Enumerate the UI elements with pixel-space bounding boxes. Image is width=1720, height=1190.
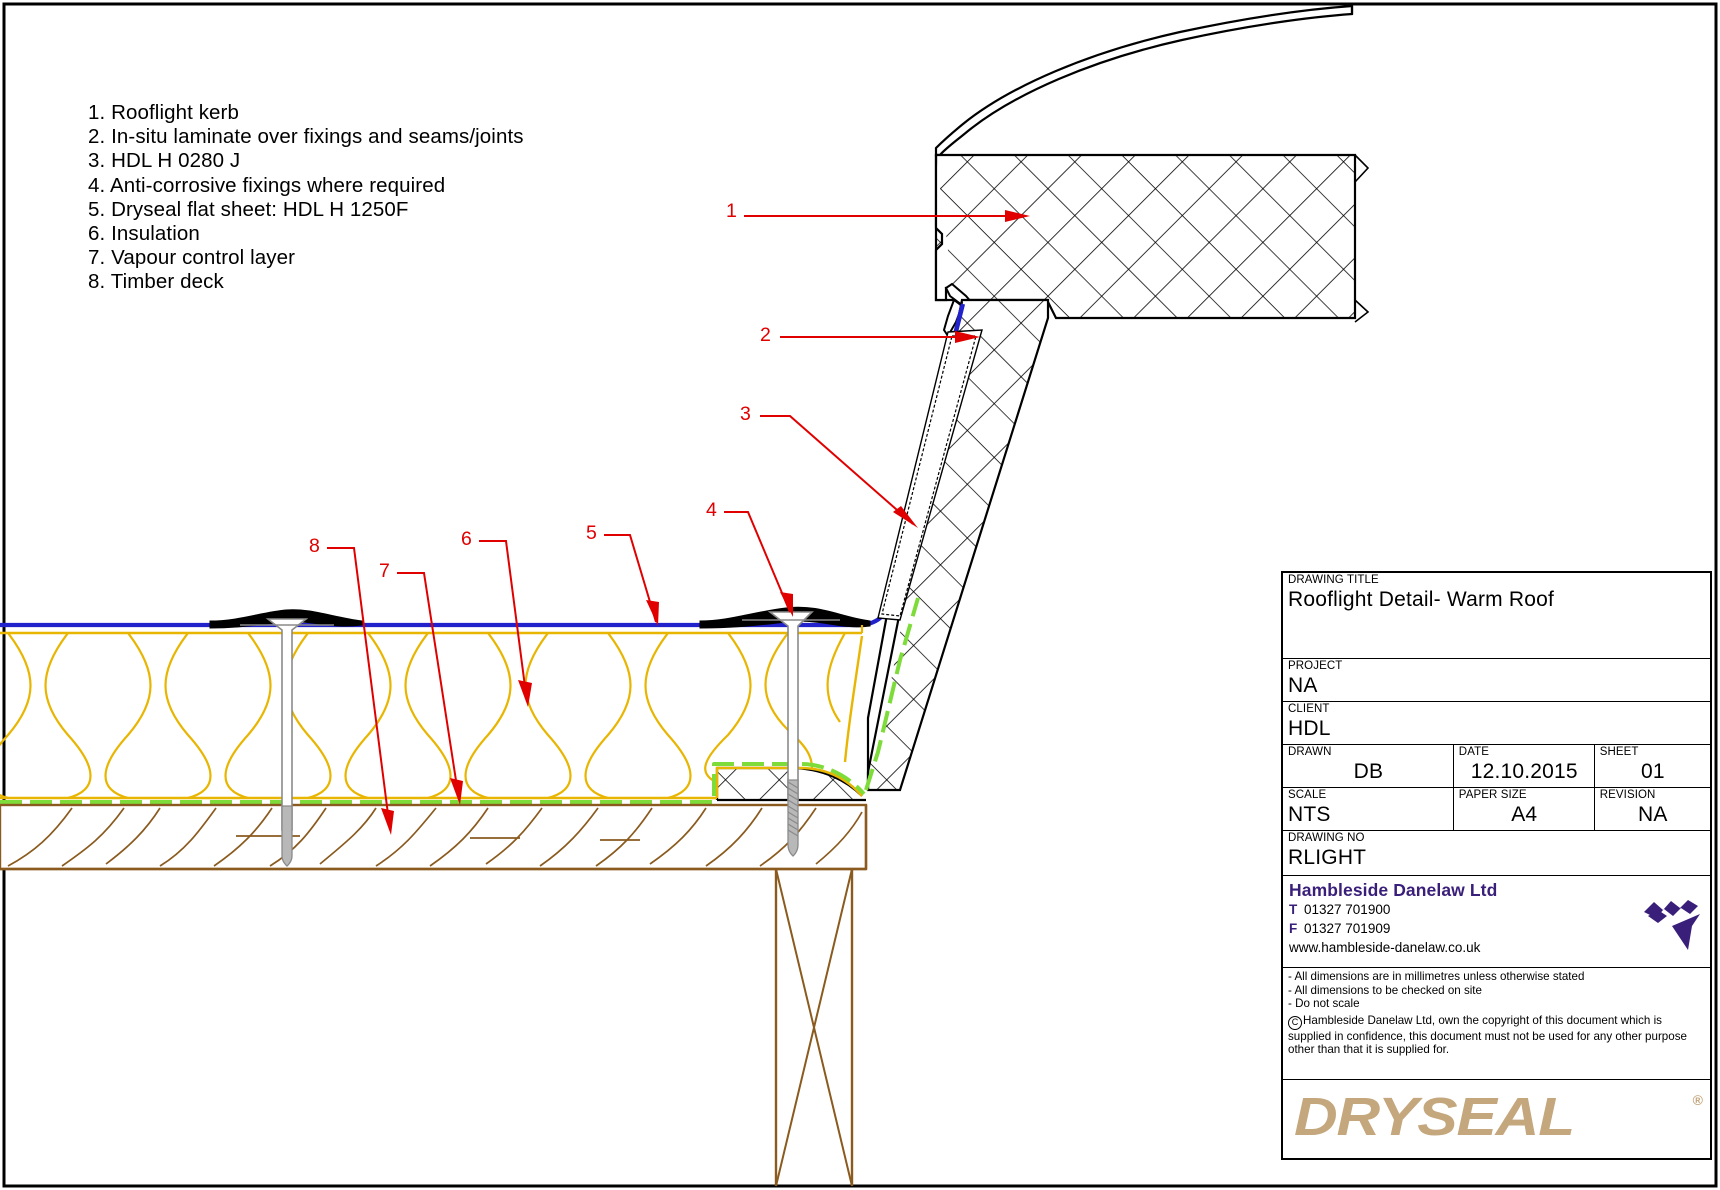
key-item-4: 4. Anti-corrosive fixings where required <box>88 173 446 197</box>
paper-size-cell: PAPER SIZE A4 <box>1454 788 1595 830</box>
drawn-value: DB <box>1353 760 1384 783</box>
insitu-laminate-bands <box>209 329 983 629</box>
leader-label-4: 4 <box>706 499 717 521</box>
company-name: Hambleside Danelaw Ltd <box>1289 880 1498 900</box>
key-item-1: 1. Rooflight kerb <box>88 101 239 124</box>
company-phone-line: T 01327 701900 <box>1289 901 1705 919</box>
sheet-value: 01 <box>1640 760 1665 783</box>
project-value: NA <box>1288 674 1318 697</box>
rooflight-dome <box>934 4 1354 157</box>
phone-number: 01327 701900 <box>1304 902 1391 917</box>
title-block-row-client: CLIENT HDL <box>1283 702 1710 745</box>
copyright-symbol-icon: C <box>1288 1015 1302 1030</box>
drawing-key-list: 1. Rooflight kerb 2. In-situ laminate ov… <box>88 101 648 295</box>
drawing-no-label: DRAWING NO <box>1288 832 1365 844</box>
timber-joist <box>0 805 868 1187</box>
drawn-cell: DRAWN DB <box>1283 745 1454 787</box>
dryseal-wordmark: DRYSEAL <box>1294 1087 1575 1147</box>
registered-trademark-icon: ® <box>1692 1092 1703 1108</box>
leader-label-2: 2 <box>760 324 771 346</box>
leader-label-6: 6 <box>461 528 472 550</box>
key-item-8: 8. Timber deck <box>88 270 224 294</box>
hambleside-danelaw-logo-icon <box>1644 900 1700 950</box>
client-cell: CLIENT HDL <box>1283 702 1710 744</box>
leader-lines <box>327 210 1030 835</box>
drawing-notes-block: - All dimensions are in millimetres unle… <box>1283 968 1710 1080</box>
title-block-row-drawing-no: DRAWING NO RLIGHT <box>1283 831 1710 876</box>
rooflight-kerb-upper <box>934 153 1370 323</box>
note-line-1: - All dimensions are in millimetres unle… <box>1288 970 1585 983</box>
phone-key: T <box>1289 902 1298 917</box>
scale-label: SCALE <box>1288 789 1327 801</box>
company-fax-line: F 01327 701909 <box>1289 920 1705 938</box>
project-cell: PROJECT NA <box>1283 659 1710 701</box>
key-item-7: 7. Vapour control layer <box>88 246 296 270</box>
note-line-2: - All dimensions to be checked on site <box>1288 983 1482 997</box>
vapour-control-layer <box>0 597 920 804</box>
revision-label: REVISION <box>1599 789 1656 801</box>
leader-label-3: 3 <box>740 403 751 425</box>
title-block-row-project: PROJECT NA <box>1283 659 1710 702</box>
date-cell: DATE 12.10.2015 <box>1454 745 1595 787</box>
title-block-row-drawn-date-sheet: DRAWN DB DATE 12.10.2015 SHEET 01 <box>1283 745 1710 788</box>
paper-size-label: PAPER SIZE <box>1458 789 1527 801</box>
drawn-label: DRAWN <box>1288 746 1332 758</box>
dryseal-brand-block: DRYSEAL ® <box>1283 1080 1710 1158</box>
leader-label-8: 8 <box>309 535 320 557</box>
drawing-no-value: RLIGHT <box>1288 846 1367 869</box>
leader-label-1: 1 <box>726 200 737 222</box>
sheet-label: SHEET <box>1599 746 1639 758</box>
scale-value: NTS <box>1288 803 1331 826</box>
revision-cell: REVISION NA <box>1595 788 1710 830</box>
fax-key: F <box>1289 920 1298 936</box>
company-info-block: Hambleside Danelaw Ltd T 01327 701900 F 01… <box>1283 876 1710 968</box>
drawing-no-cell: DRAWING NO RLIGHT <box>1283 831 1710 875</box>
drawing-title-cell: DRAWING TITLE Rooflight Detail- Warm Roo… <box>1283 573 1710 658</box>
key-item-3: 3. HDL H 0280 J <box>88 149 241 173</box>
key-item-6: 6. Insulation <box>88 222 200 246</box>
paper-size-value: A4 <box>1511 803 1538 826</box>
key-item-2: 2. In-situ laminate over fixings and sea… <box>88 125 524 149</box>
fax-number: 01327 701909 <box>1304 920 1391 936</box>
drawing-title-value: Rooflight Detail- Warm Roof <box>1288 588 1555 611</box>
anti-corrosive-fixing-left <box>240 618 334 867</box>
date-value: 12.10.2015 <box>1470 760 1578 783</box>
client-value: HDL <box>1288 717 1331 740</box>
leader-label-7: 7 <box>379 560 390 582</box>
sheet-cell: SHEET 01 <box>1595 745 1710 787</box>
scale-cell: SCALE NTS <box>1283 788 1454 830</box>
company-website[interactable]: www.hambleside-danelaw.co.uk <box>1289 940 1481 955</box>
dryseal-flat-sheet-membrane <box>0 303 966 628</box>
title-block-row-scale-paper-revision: SCALE NTS PAPER SIZE A4 REVISION NA <box>1283 788 1710 831</box>
title-block-row-drawing-title: DRAWING TITLE Rooflight Detail- Warm Roo… <box>1283 573 1710 659</box>
note-line-3: - Do not scale <box>1288 997 1360 1011</box>
insulation-layer <box>0 625 864 800</box>
drawing-title-label: DRAWING TITLE <box>1288 574 1379 586</box>
project-label: PROJECT <box>1288 660 1343 672</box>
date-label: DATE <box>1458 746 1490 758</box>
client-label: CLIENT <box>1288 703 1330 715</box>
key-item-5: 5. Dryseal flat sheet: HDL H 1250F <box>88 197 409 221</box>
revision-value: NA <box>1638 803 1668 826</box>
anti-corrosive-fixing-right <box>742 611 840 857</box>
leader-label-5: 5 <box>586 522 597 544</box>
title-block: DRAWING TITLE Rooflight Detail- Warm Roo… <box>1281 571 1712 1160</box>
timber-deck <box>0 803 868 871</box>
copyright-text: Hambleside Danelaw Ltd, own the copyrigh… <box>1288 1013 1687 1057</box>
